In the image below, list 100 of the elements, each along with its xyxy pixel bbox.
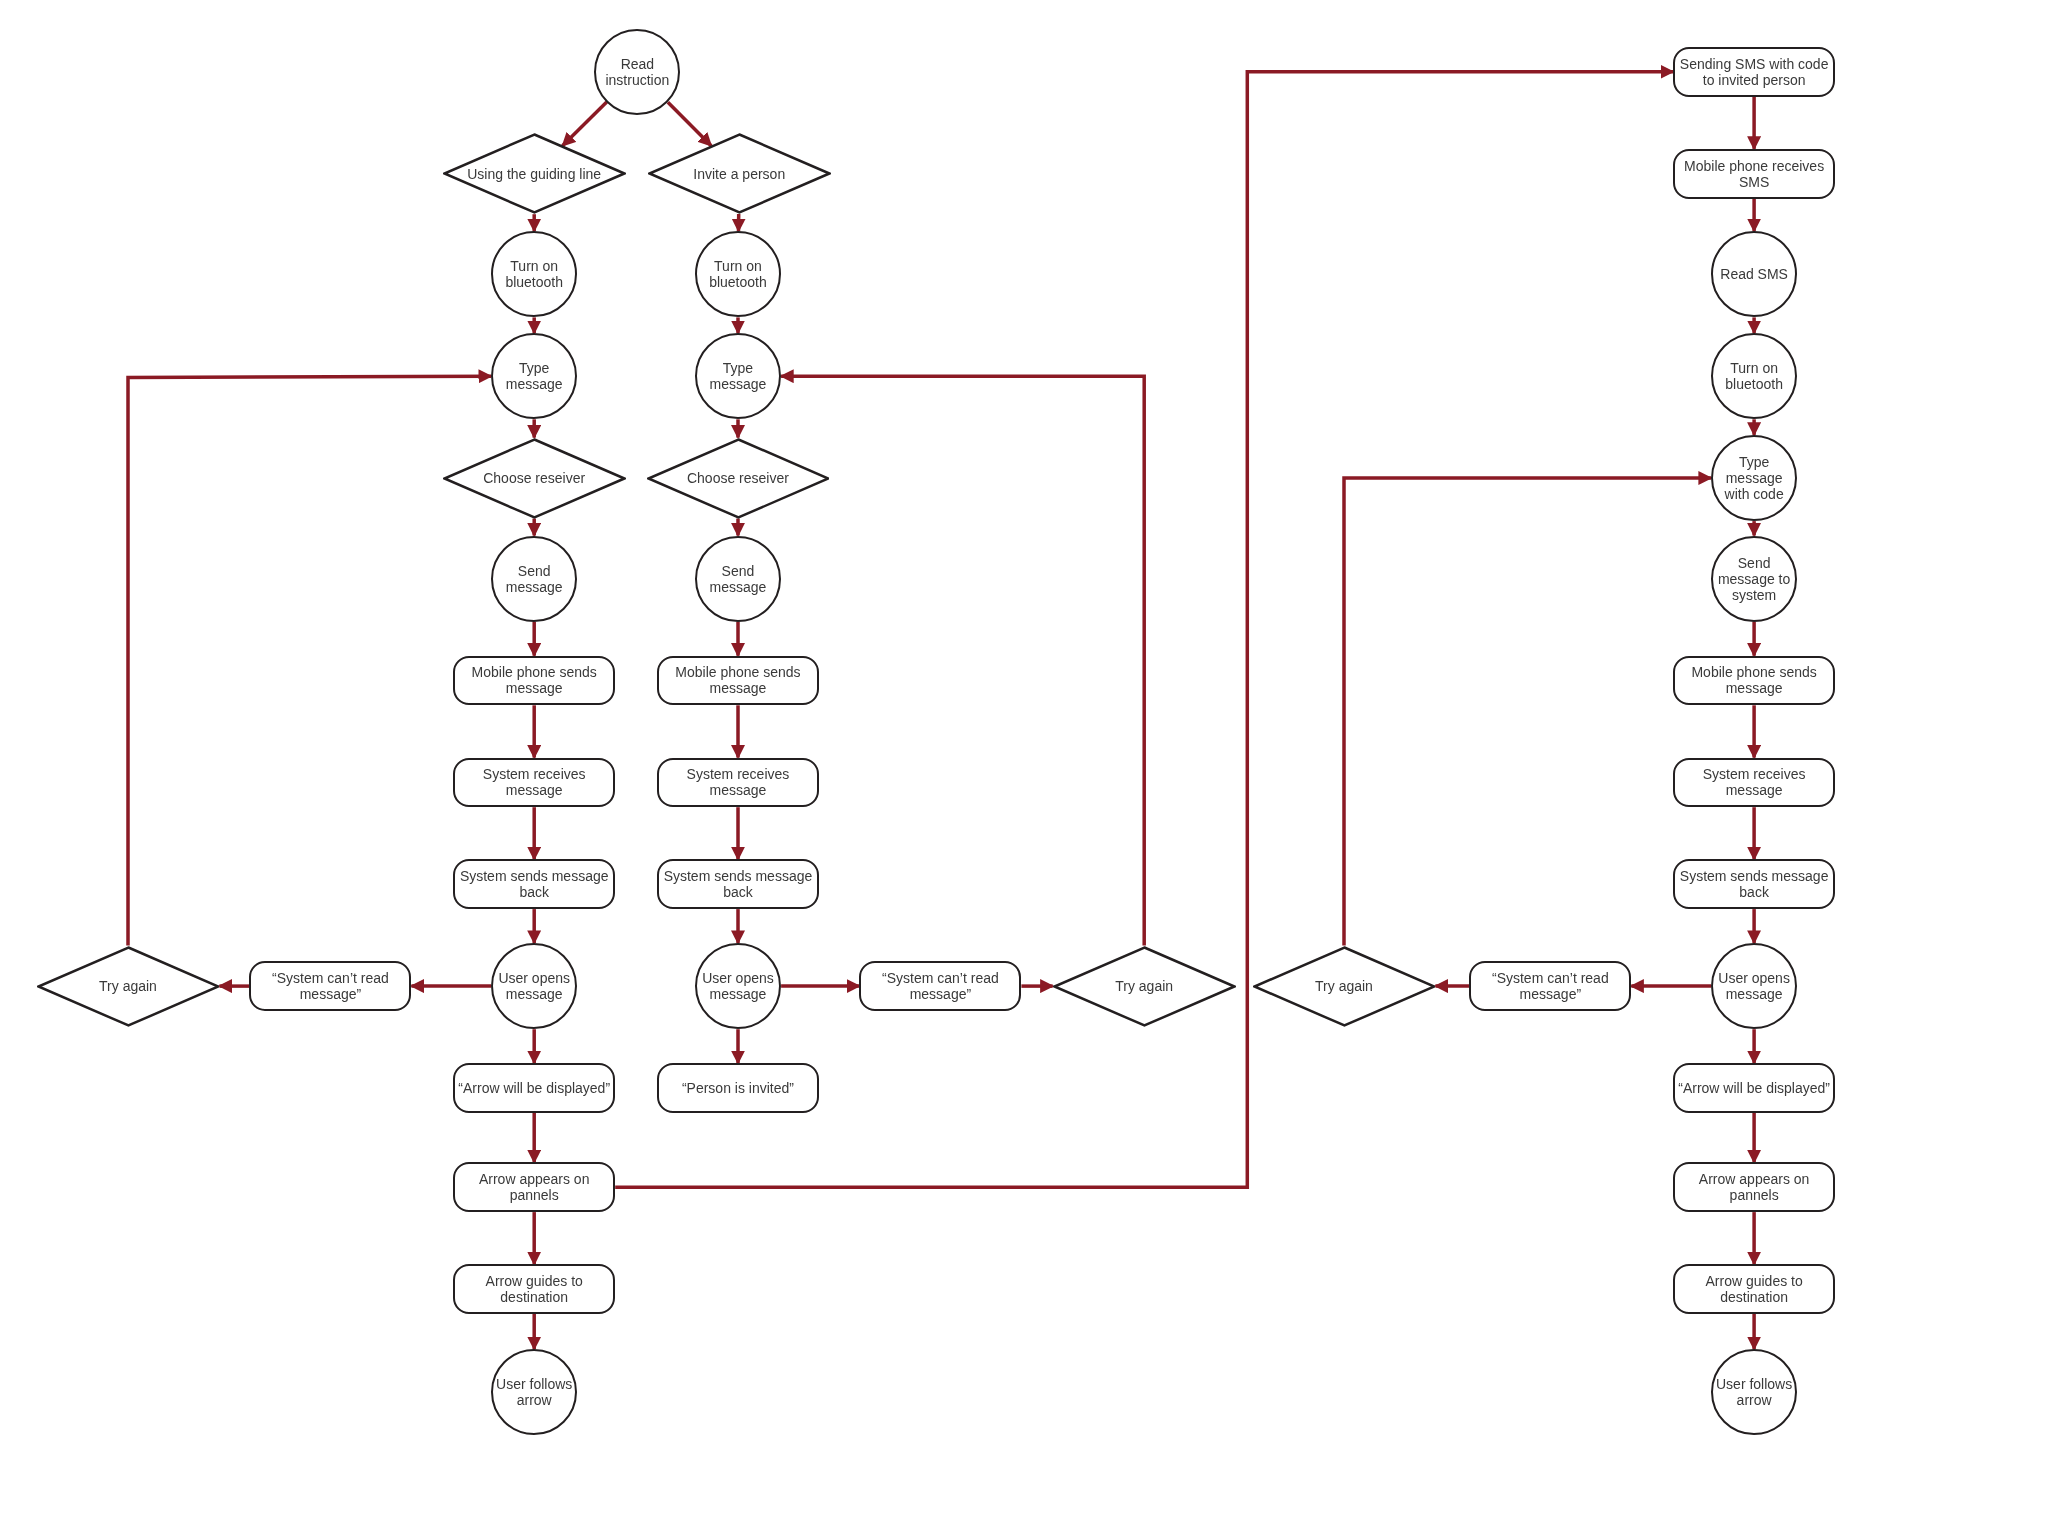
node-label: Mobile phone sends message	[470, 664, 598, 697]
arrow	[1747, 198, 1762, 233]
arrow	[1747, 317, 1762, 335]
arrow	[1021, 979, 1055, 994]
step-box	[859, 961, 1022, 1011]
node-label: User follows arrow	[1715, 1376, 1794, 1409]
arrow	[731, 214, 746, 233]
node-label: Type message with code	[1723, 454, 1785, 503]
arrow	[1747, 1112, 1762, 1164]
arrow	[527, 705, 542, 759]
arrow	[1747, 1212, 1762, 1266]
arrow	[731, 419, 745, 439]
arrow	[561, 100, 608, 148]
node-label: Send message to system	[1716, 554, 1792, 603]
arrow	[615, 64, 1675, 1190]
node-label: System receives message	[685, 766, 791, 799]
step-box	[1469, 961, 1632, 1011]
node-label: Mobile phone receives SMS	[1683, 157, 1826, 190]
arrow	[527, 1029, 542, 1065]
arrow	[1747, 705, 1762, 759]
node-label: Mobile phone sends message	[674, 664, 802, 697]
node-label: Arrow guides to destination	[484, 1273, 584, 1306]
node-label: “Arrow will be displayed”	[458, 1080, 611, 1096]
node-label: User opens message	[497, 970, 571, 1003]
step-box	[656, 757, 819, 808]
node-label: Turn on bluetooth	[1724, 360, 1784, 393]
step-box	[1673, 655, 1836, 706]
arrow	[1747, 419, 1762, 437]
node-label: Type message	[708, 360, 768, 393]
arrow	[527, 807, 542, 861]
node-label: Using the guiding line	[467, 165, 602, 182]
node-label: Try again	[1115, 978, 1174, 995]
arrow	[731, 621, 745, 658]
arrow	[527, 621, 542, 658]
arrow	[731, 909, 745, 945]
arrow	[1747, 1029, 1762, 1065]
node-label: Arrow guides to destination	[1704, 1273, 1804, 1306]
step-box	[656, 655, 819, 706]
step-box	[249, 961, 412, 1011]
node-label: User follows arrow	[495, 1376, 574, 1409]
node-label: Send message	[708, 562, 768, 595]
node-label: Try again	[99, 978, 157, 995]
node-label: Turn on bluetooth	[504, 258, 564, 291]
step-box	[656, 859, 819, 910]
node-label: Arrow appears on pannels	[477, 1171, 591, 1204]
node-label: “System can’t read message”	[881, 970, 1000, 1003]
arrow	[1747, 96, 1762, 151]
arrow	[527, 419, 542, 439]
arrow	[1747, 521, 1762, 537]
arrow	[218, 979, 250, 994]
arrow	[527, 1314, 542, 1351]
arrow	[731, 705, 745, 759]
step-box	[1673, 148, 1836, 199]
arrow	[781, 979, 861, 994]
step-box	[656, 1063, 819, 1113]
arrow	[1747, 1314, 1762, 1351]
node-label: User opens message	[701, 970, 775, 1003]
node-label: Type message	[504, 360, 564, 393]
arrow	[1434, 979, 1470, 994]
arrow	[731, 807, 745, 861]
step-box	[1673, 757, 1836, 808]
step-box	[453, 655, 616, 706]
node-label: Invite a person	[693, 165, 786, 182]
step-box	[453, 859, 616, 910]
node-label: System receives message	[481, 766, 587, 799]
arrow	[126, 369, 493, 946]
arrow	[731, 1029, 745, 1065]
arrow	[1342, 471, 1713, 946]
arrow	[666, 101, 713, 147]
node-label: Arrow appears on pannels	[1697, 1171, 1811, 1204]
node-label: Send message	[504, 562, 564, 595]
node-label: “System can’t read message”	[1491, 970, 1610, 1003]
step-box	[1673, 859, 1836, 910]
arrow	[1747, 621, 1762, 658]
arrow	[527, 909, 542, 945]
arrow	[527, 1212, 542, 1266]
step-box	[1673, 1162, 1836, 1213]
node-label: “Person is invited”	[681, 1080, 794, 1096]
node-label: Sending SMS with code to invited person	[1678, 55, 1830, 88]
step-box	[453, 1264, 616, 1314]
arrow	[527, 317, 542, 335]
node-label: System sends message back	[662, 868, 814, 901]
node-label: User opens message	[1717, 970, 1791, 1003]
arrow	[410, 979, 492, 994]
node-label: Try again	[1315, 978, 1373, 995]
arrow	[527, 1112, 542, 1164]
node-label: Mobile phone sends message	[1690, 664, 1818, 697]
step-box	[453, 1162, 616, 1213]
node-label: Read SMS	[1720, 266, 1788, 283]
arrow	[527, 214, 542, 233]
step-box	[1673, 47, 1836, 97]
node-label: “System can’t read message”	[271, 970, 390, 1003]
arrow	[1747, 807, 1762, 861]
arrow	[731, 317, 745, 335]
node-label: System sends message back	[1678, 868, 1830, 901]
node-label: Turn on bluetooth	[708, 258, 768, 291]
step-box	[1673, 1063, 1836, 1113]
step-box	[453, 1063, 616, 1113]
node-label: Choose reseiver	[686, 470, 789, 487]
arrow	[527, 518, 542, 537]
